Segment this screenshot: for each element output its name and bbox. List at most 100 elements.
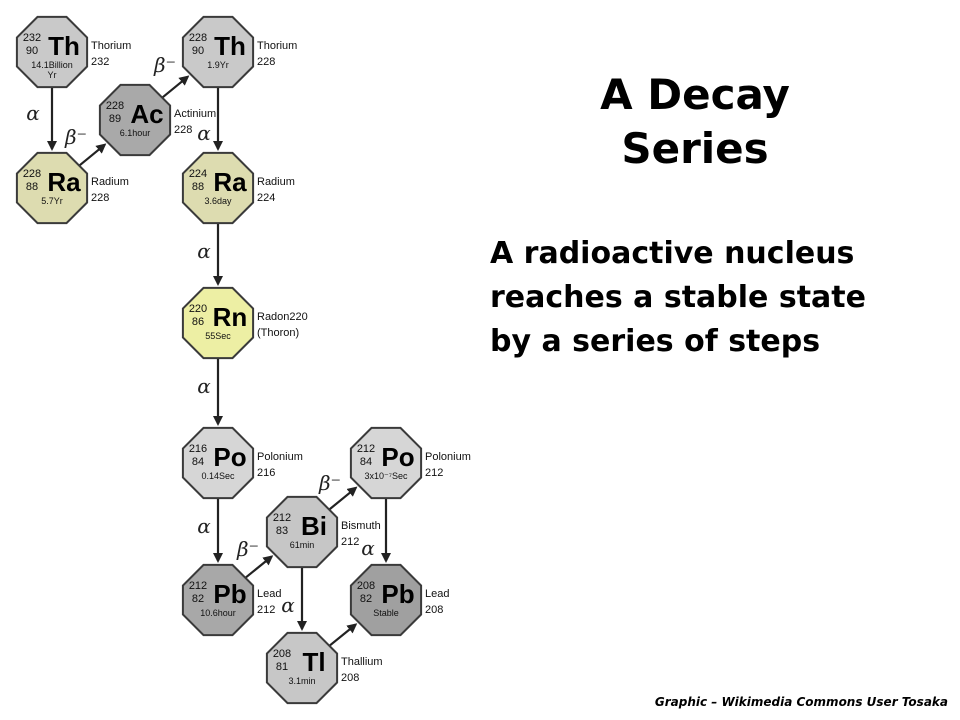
half-life: 3.1min <box>288 676 315 686</box>
half-life: Yr <box>48 70 57 80</box>
nuclide-octagon <box>15 151 89 225</box>
element-symbol: Ac <box>130 99 163 129</box>
atomic-number: 89 <box>109 113 121 125</box>
nuclide-octagon <box>181 563 255 637</box>
element-symbol: Po <box>381 442 414 472</box>
element-name: Radon220 <box>257 311 308 323</box>
atomic-number: 90 <box>26 45 38 57</box>
decay-arrow <box>329 623 358 647</box>
decay-bi212-to-tl208: α <box>281 568 307 631</box>
half-life: 3.6day <box>204 196 232 206</box>
nuclide-octagon <box>349 563 423 637</box>
element-name: Radium <box>91 176 129 188</box>
isotope-label: 208 <box>341 672 359 684</box>
element-symbol: Po <box>213 442 246 472</box>
decay-pb212-to-bi212: β⁻ <box>236 537 274 579</box>
isotope-label: 224 <box>257 192 275 204</box>
decay-th232-to-ra228: α <box>26 88 57 151</box>
decay-mode-label: α <box>197 239 211 263</box>
element-symbol: Pb <box>213 579 246 609</box>
slide-title-line-1: A Decay <box>600 70 790 119</box>
element-name: Polonium <box>425 451 471 463</box>
decay-tl208-to-pb208 <box>329 623 358 647</box>
decay-mode-label: α <box>361 536 375 560</box>
decay-arrow <box>329 486 358 510</box>
isotope-label: 208 <box>425 604 443 616</box>
nuclide-octagon <box>15 15 89 89</box>
element-symbol: Th <box>48 31 80 61</box>
half-life: 5.7Yr <box>41 196 63 206</box>
element-name: Actinium <box>174 108 216 120</box>
atomic-number: 90 <box>192 45 204 57</box>
element-name: Lead <box>257 588 281 600</box>
element-symbol: Tl <box>302 647 325 677</box>
mass-number: 228 <box>189 32 207 44</box>
decay-mode-label: α <box>197 514 211 538</box>
image-credit: Graphic – Wikimedia Commons User Tosaka <box>654 695 948 709</box>
isotope-label: 228 <box>91 192 109 204</box>
nuclide-octagon <box>265 495 339 569</box>
decay-arrow <box>245 555 274 579</box>
mass-number: 220 <box>189 303 207 315</box>
slide-title: A Decay Series <box>560 68 830 176</box>
nuclide-octagon <box>181 426 255 500</box>
isotope-label: 228 <box>257 56 275 68</box>
isotope-label: (Thoron) <box>257 327 299 339</box>
decay-mode-label: β⁻ <box>64 125 87 149</box>
nuclide-octagon <box>265 631 339 705</box>
element-name: Thorium <box>91 40 131 52</box>
mass-number: 212 <box>189 580 207 592</box>
mass-number: 212 <box>273 512 291 524</box>
decay-bi212-to-po212: β⁻ <box>318 471 358 510</box>
atomic-number: 82 <box>360 593 372 605</box>
mass-number: 208 <box>357 580 375 592</box>
atomic-number: 81 <box>276 661 288 673</box>
decay-arrow <box>79 143 107 167</box>
mass-number: 228 <box>23 168 41 180</box>
nuclide-octagon <box>349 426 423 500</box>
decay-mode-label: α <box>281 593 295 617</box>
isotope-label: 228 <box>174 124 192 136</box>
decay-mode-label: α <box>197 121 211 145</box>
half-life: 1.9Yr <box>207 60 229 70</box>
isotope-label: 232 <box>91 56 109 68</box>
decay-mode-label: α <box>26 101 40 125</box>
half-life: Stable <box>373 608 399 618</box>
isotope-label: 216 <box>257 467 275 479</box>
mass-number: 216 <box>189 443 207 455</box>
mass-number: 224 <box>189 168 207 180</box>
half-life: 3x10⁻⁷Sec <box>364 471 408 481</box>
decay-mode-label: β⁻ <box>236 537 259 561</box>
element-name: Bismuth <box>341 520 381 532</box>
element-symbol: Rn <box>213 302 248 332</box>
half-life: 10.6hour <box>200 608 236 618</box>
half-life: 14.1Billion <box>31 60 73 70</box>
slide-title-line-2: Series <box>621 124 769 173</box>
decay-ra224-to-rn220: α <box>197 224 223 286</box>
atomic-number: 84 <box>192 456 204 468</box>
atomic-number: 83 <box>276 525 288 537</box>
isotope-label: 212 <box>341 536 359 548</box>
half-life: 55Sec <box>205 331 231 341</box>
element-symbol: Th <box>214 31 246 61</box>
mass-number: 228 <box>106 100 124 112</box>
decay-ra228-to-ac228: β⁻ <box>64 125 107 167</box>
element-name: Thorium <box>257 40 297 52</box>
element-symbol: Bi <box>301 511 327 541</box>
decay-mode-label: β⁻ <box>318 471 341 495</box>
atomic-number: 84 <box>360 456 372 468</box>
decay-po216-to-pb212: α <box>197 499 223 563</box>
nuclide-octagon <box>181 15 255 89</box>
body-line-3: by a series of steps <box>490 324 821 359</box>
decay-mode-label: α <box>197 374 211 398</box>
mass-number: 232 <box>23 32 41 44</box>
